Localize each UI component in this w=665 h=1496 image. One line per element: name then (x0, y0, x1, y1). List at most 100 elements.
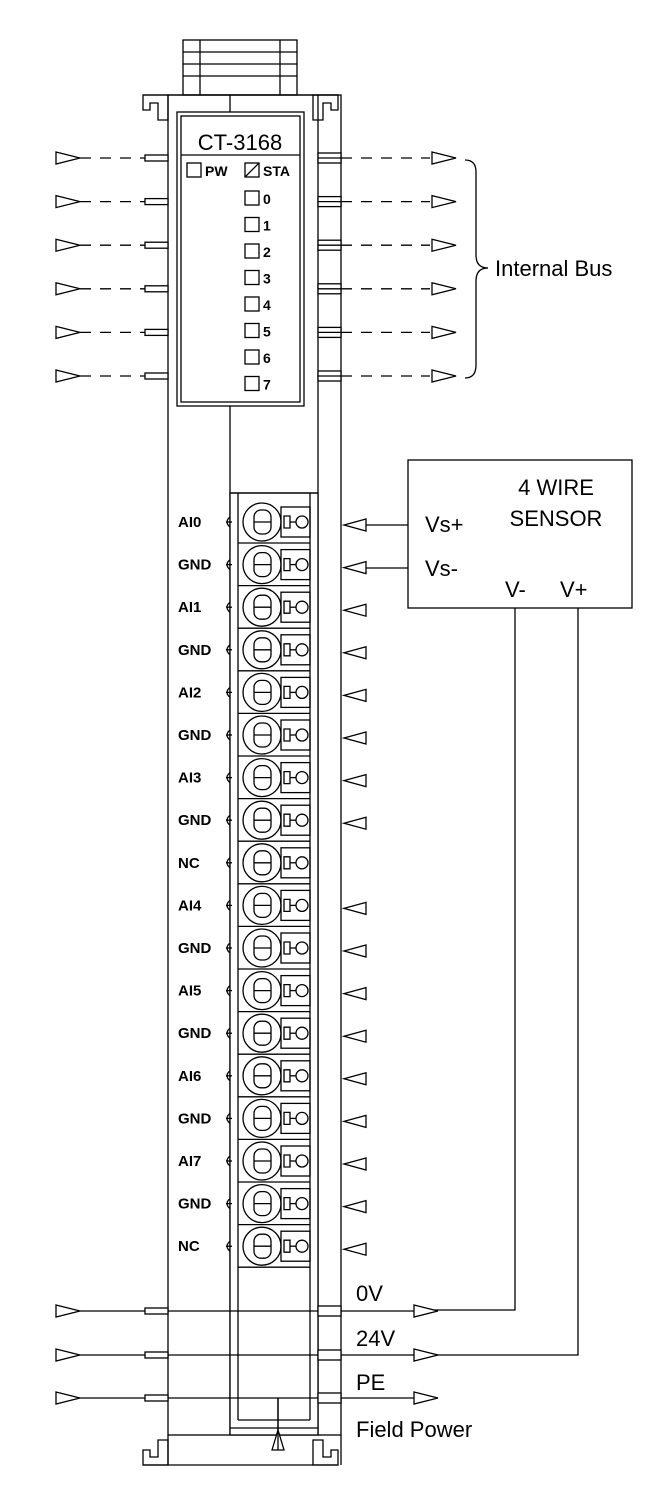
v-minus-wire (434, 608, 516, 1311)
screw-contact (295, 856, 309, 870)
terminal-row (226, 885, 367, 928)
terminal-label: GND (178, 557, 212, 574)
terminal-input-arrow (341, 560, 367, 575)
field-power-contact-left (144, 1351, 169, 1359)
screw-contact (295, 983, 309, 998)
bus-in-arrow (55, 151, 81, 165)
sta-led-label: STA (263, 163, 290, 179)
sensor-box (407, 459, 633, 609)
bus-contact-left (144, 372, 169, 380)
top-rail-clip (142, 94, 169, 121)
internal-bus-label: Internal Bus (495, 256, 612, 281)
channel-led-label: 7 (263, 377, 271, 393)
bus-in-arrow (55, 194, 81, 209)
field-power-contact-right (317, 1349, 342, 1361)
channel-led-2 (244, 243, 260, 259)
four-wire-sensor: 4 WIRE SENSOR Vs+ Vs- V- V+ (366, 459, 633, 1356)
wire-entry (280, 719, 311, 751)
channel-led-0 (244, 190, 260, 206)
terminal-input-arrow (341, 773, 367, 788)
wire-entry (280, 506, 311, 538)
terminal-input-arrow (341, 603, 367, 618)
rail-pe-label: PE (356, 1370, 385, 1395)
terminal-labels: AI0GNDAI1GNDAI2GNDAI3GNDNCAI4GNDAI5GNDAI… (178, 514, 212, 1255)
terminal-input-arrow (341, 1029, 367, 1044)
channel-led-label: 5 (263, 324, 271, 340)
channel-led-1 (244, 216, 260, 233)
rail-0v-label: 0V (356, 1281, 383, 1306)
channel-led-label: 1 (263, 218, 271, 234)
bus-out-arrow (431, 238, 457, 253)
bus-in-arrow (55, 281, 81, 296)
screw-contact (295, 1111, 309, 1126)
bus-contact-left (144, 154, 169, 162)
channel-led-label: 3 (263, 271, 271, 287)
module-model: CT-3168 (198, 130, 282, 155)
terminal-label: AI2 (178, 684, 201, 701)
terminal-input-arrow (341, 1071, 367, 1086)
terminal-input-arrow (341, 518, 367, 532)
bus-contact-left (144, 328, 169, 337)
channel-led-5 (244, 322, 260, 339)
terminal-rows (226, 502, 367, 1268)
pw-led-label: PW (205, 163, 228, 179)
terminal-label: GND (178, 812, 212, 829)
wire-entry (280, 1230, 311, 1262)
terminal-row (226, 672, 367, 715)
wire-entry (280, 1017, 311, 1049)
wire-entry (280, 1060, 311, 1092)
field-power-label: Field Power (356, 1417, 472, 1442)
terminal-row (226, 970, 367, 1013)
terminal-label: GND (178, 940, 212, 957)
terminal-row (226, 1183, 367, 1226)
wire-entry (280, 1102, 311, 1135)
channel-led-label: 0 (263, 191, 271, 207)
sensor-title-line2: SENSOR (510, 506, 603, 531)
screw-contact (295, 728, 309, 742)
wire-entry (280, 974, 311, 1007)
pw-led (186, 162, 202, 178)
wire-entry (280, 634, 311, 666)
terminal-label: AI0 (178, 514, 201, 531)
terminal-label: AI4 (178, 897, 202, 914)
bus-out-arrow (431, 194, 457, 209)
internal-bus-brace (464, 159, 489, 379)
rail-24v-label: 24V (356, 1326, 395, 1351)
field-power-in-arrow (55, 1391, 81, 1405)
screw-contact (295, 600, 309, 614)
terminal-row (226, 1056, 367, 1098)
terminal-label: GND (178, 727, 212, 744)
field-power-contact-right (317, 1305, 342, 1317)
wire-entry (280, 591, 311, 623)
terminal-label: AI5 (178, 983, 201, 1000)
terminal-row (226, 1226, 367, 1268)
screw-contact (295, 1154, 309, 1168)
terminal-label: AI6 (178, 1068, 201, 1085)
wire-entry (280, 548, 311, 581)
terminal-label: NC (178, 855, 200, 872)
channel-led-7 (244, 375, 260, 392)
terminal-input-arrow (341, 1242, 367, 1257)
bus-out-arrow (431, 325, 457, 340)
screw-contact (295, 557, 309, 572)
internal-bus-lines (55, 151, 457, 383)
bus-contact-left (144, 241, 169, 249)
terminal-label: GND (178, 1196, 212, 1213)
sensor-v-plus: V+ (560, 577, 588, 602)
terminal-row (226, 1098, 367, 1141)
sensor-vs-plus: Vs+ (425, 512, 464, 537)
terminal-input-arrow (341, 1199, 367, 1214)
wire-entry (280, 889, 311, 922)
channel-led-6 (244, 349, 260, 365)
wire-entry (280, 761, 311, 794)
screw-contact (295, 1069, 309, 1083)
screw-contact (295, 1196, 309, 1211)
sensor-title-line1: 4 WIRE (518, 475, 594, 500)
wire-entry (280, 847, 311, 879)
terminal-input-arrow (341, 645, 367, 660)
wire-entry (280, 1187, 311, 1220)
bus-in-arrow (55, 369, 81, 383)
field-power-lines (55, 1304, 439, 1405)
screw-contact (295, 1239, 309, 1253)
